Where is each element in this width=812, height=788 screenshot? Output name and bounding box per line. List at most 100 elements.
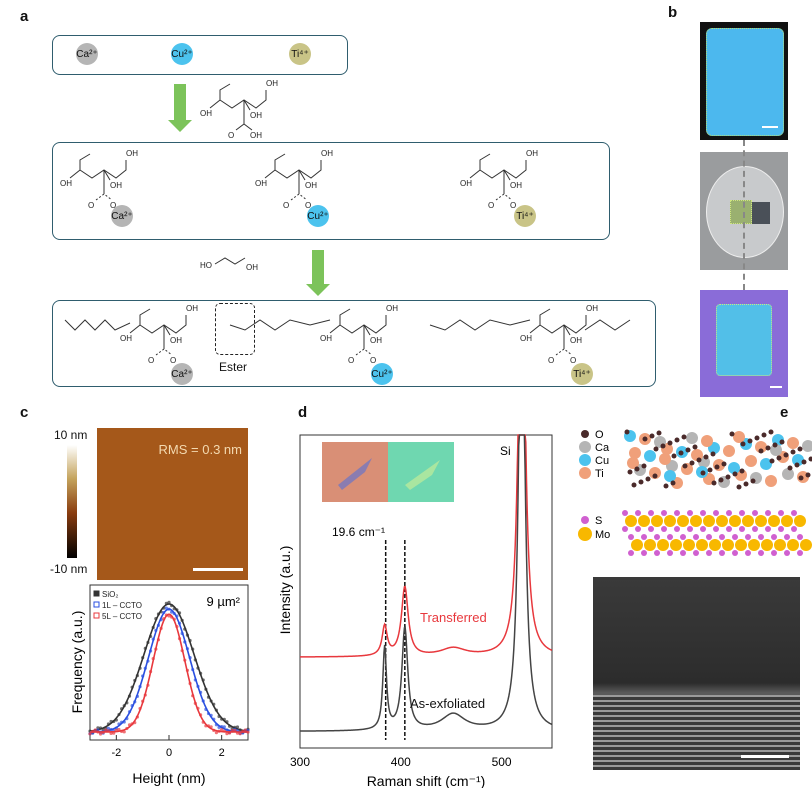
series-label: As-exfoliated [410,696,485,711]
atom [664,470,676,482]
sulfur-atom [745,550,751,556]
sulfur-atom [719,550,725,556]
sulfur-atom [661,510,667,516]
bond [219,90,267,109]
si-label: Si [500,444,511,458]
afm-image: RMS = 0.3 nm [97,428,248,580]
x-axis-label: Height (nm) [132,770,205,786]
area-label: 9 µm² [207,594,241,609]
oxygen-atom [768,429,774,435]
sulfur-atom [693,550,699,556]
atom [701,435,713,447]
oxygen-atom [634,466,640,472]
atom [659,453,671,465]
alkyl-chain [584,319,631,331]
legend-label: Cu [595,455,609,467]
data-point [117,727,121,732]
sulfur-atom [654,550,660,556]
molybdenum-atom [787,539,799,551]
o-label: O [488,201,494,210]
sulfur-atom [674,510,680,516]
data-point [98,732,103,736]
o-label: O [228,131,234,140]
oxygen-atom [797,446,803,452]
molybdenum-atom [774,539,786,551]
atom [792,454,804,466]
atom [802,440,812,452]
legend-atom-s [581,516,589,524]
x-tick-label: 400 [391,755,411,769]
x-tick-label: 0 [166,747,172,759]
spectrum-line [299,434,553,732]
plot-frame [299,434,553,749]
sulfur-atom [739,510,745,516]
ti-ion: Ti⁴⁺ [289,43,311,65]
sulfur-atom [648,510,654,516]
legend-label: Ca [595,442,610,454]
flake [405,460,440,490]
fit-curve [89,613,249,733]
sulfur-atom [674,526,680,532]
oxygen-atom [674,437,680,443]
oxygen-atom [721,461,727,467]
oh-label: OH [266,79,278,88]
oh-label: OH [250,111,262,120]
oxygen-atom [787,465,793,471]
oh-label: OH [305,181,317,190]
oxygen-atom [736,484,742,490]
bond [495,193,513,201]
molybdenum-atom [735,539,747,551]
oxygen-atom [627,469,633,475]
bond [539,315,587,334]
bond [163,324,171,336]
oh-label: OH [321,149,333,158]
oxygen-atom [790,449,796,455]
sulfur-atom [648,526,654,532]
cu-ion-polymer: Cu²⁺ [371,363,393,385]
bond [243,99,251,111]
data-point [214,731,218,735]
data-point [238,732,242,736]
atom [765,475,777,487]
legend-marker [93,601,100,608]
oxygen-atom [642,436,648,442]
sulfur-atom [784,534,790,540]
sulfur-atom [628,534,634,540]
x-axis-label: Raman shift (cm⁻¹) [367,773,486,788]
bond [339,315,387,334]
molybdenum-atom [729,515,741,527]
o-label: O [570,356,576,365]
sulfur-atom [732,534,738,540]
molybdenum-atom [800,539,812,551]
atom [644,450,656,462]
panel-label-e: e [780,404,789,421]
sulfur-atom [765,526,771,532]
o-label: O [510,201,516,210]
scale-bar [193,568,243,571]
legend-atom-cu [579,454,591,466]
oxygen-atom [652,473,658,479]
ca-ion: Ca²⁺ [76,43,98,65]
oxygen-atom [729,431,735,437]
bond [469,153,491,179]
oxygen-atom [671,453,677,459]
oxygen-atom [714,464,720,470]
molybdenum-atom [742,515,754,527]
legend-marker [93,612,100,619]
data-point [88,732,92,736]
down-arrow [168,84,192,132]
oh-label: OH [246,263,258,272]
molybdenum-atom [709,539,721,551]
molybdenum-atom [768,515,780,527]
oxygen-atom [779,439,785,445]
molybdenum-atom [716,515,728,527]
bond [363,324,371,336]
atom [686,432,698,444]
fit-curve [89,608,249,733]
molybdenum-atom [683,539,695,551]
oxygen-atom [801,459,807,465]
chelate-box [52,142,610,240]
oxygen-atom [740,441,746,447]
